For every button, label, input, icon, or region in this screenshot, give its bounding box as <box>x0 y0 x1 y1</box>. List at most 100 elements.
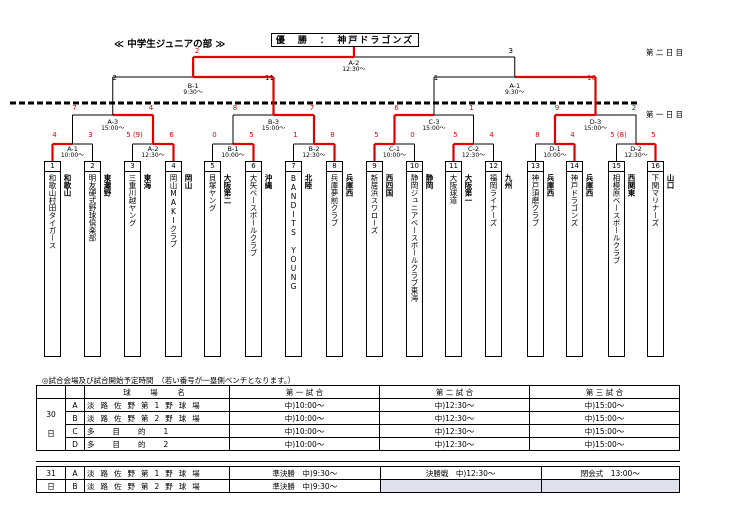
team-region: 東海 <box>143 174 152 189</box>
team-name: 相模原ベースボールクラブ <box>612 174 621 264</box>
day2-label: 第 二 日 目 <box>646 48 684 57</box>
team-number: 9 <box>367 162 382 172</box>
team-region: 大阪第一 <box>464 174 473 204</box>
score: 7 <box>310 104 314 112</box>
team-region: 北陸 <box>304 174 313 189</box>
schedule-table-day31: 31 A 淡路佐野第1野球場 準決勝 中)9:30～ 決勝戦 中)12:30～ … <box>36 466 681 493</box>
score: 7 <box>72 104 76 112</box>
match-id: A-2 <box>349 59 360 67</box>
empty-cell <box>379 479 542 493</box>
team-number: 13 <box>528 162 543 172</box>
score: 2 <box>195 47 199 55</box>
match-time: 15:00～ <box>101 125 124 132</box>
team-name: 福岡ライナーズ <box>489 174 498 227</box>
match-id: A-1 <box>67 145 78 153</box>
team-region: 西四国 <box>385 174 394 197</box>
match-time: 12:30～ <box>624 152 647 159</box>
match-time: 10:00～ <box>383 152 406 159</box>
schedule-header-row: 球 場 名 第 一 試 合 第 二 試 合 第 三 試 合 <box>36 385 680 399</box>
venue-name: 淡路佐野第1野球場 <box>84 398 230 412</box>
team-number: 7 <box>286 162 301 172</box>
match-id: B-2 <box>309 145 320 153</box>
score: 5 <box>453 131 457 139</box>
match-time: 10:00～ <box>543 152 566 159</box>
header-game2: 第 二 試 合 <box>379 385 530 399</box>
team-region: 東灘野 <box>103 174 112 197</box>
score: 5 (8) <box>610 131 627 139</box>
match-time: 15:00～ <box>262 125 285 132</box>
match-time: 15:00～ <box>584 125 607 132</box>
field-code: C <box>65 424 85 438</box>
score: 4 <box>489 131 494 139</box>
score: 16 <box>587 74 596 82</box>
match-time: 10:00～ <box>61 152 84 159</box>
match-id: C-3 <box>428 118 439 126</box>
score: 5 <box>374 131 378 139</box>
team-name: 神戸須磨クラブ <box>531 174 540 227</box>
team-region: 和歌山 <box>63 174 72 197</box>
team-region: 兵庫西 <box>345 174 354 197</box>
match-time: 12:30～ <box>462 152 485 159</box>
team-name: 大阪球道 <box>449 174 458 204</box>
match-id: B-3 <box>268 118 279 126</box>
score: 2 <box>113 74 117 82</box>
team-name: 下関マリナーズ <box>651 174 660 227</box>
game-time: 中)12:30～ <box>379 437 530 451</box>
score: 3 <box>509 47 513 55</box>
team-number: 4 <box>166 162 181 172</box>
match-id: D-2 <box>630 145 642 153</box>
score: 11 <box>265 74 274 82</box>
score: 6 <box>169 131 174 139</box>
team-number: 12 <box>486 162 501 172</box>
team-name: 貝塚ヤング <box>208 174 217 212</box>
team-name: 新居浜スワローズ <box>370 174 379 234</box>
match-id: D-1 <box>549 145 561 153</box>
table-row: 日 B 淡路佐野第2野球場 準決勝 中)9:30～ <box>36 479 681 493</box>
match-id: B-1 <box>228 145 239 153</box>
team-name: 明友硬式野球倶楽部 <box>88 174 97 242</box>
day1-label: 第 一 日 目 <box>646 110 684 119</box>
score: 0 <box>212 131 216 139</box>
game-time: 中)15:00～ <box>529 437 680 451</box>
game-time: 中)15:00～ <box>529 411 680 425</box>
team-region: 九州 <box>504 174 513 189</box>
game-time: 準決勝 中)9:30～ <box>229 466 381 480</box>
team-region: 西関東 <box>627 174 636 197</box>
game-time: 決勝戦 中)12:30～ <box>379 466 542 480</box>
venue-name: 多目的2 <box>84 437 230 451</box>
score: 4 <box>570 131 575 139</box>
team-name: 和歌山村田タイガース <box>48 174 57 249</box>
score: 1 <box>469 104 473 112</box>
table-row: 31 A 淡路佐野第1野球場 準決勝 中)9:30～ 決勝戦 中)12:30～ … <box>36 466 681 480</box>
game-time: 中)15:00～ <box>529 424 680 438</box>
score: 3 <box>88 131 92 139</box>
match-id: B-1 <box>188 82 199 90</box>
score: 5 <box>249 131 253 139</box>
game-time: 準決勝 中)9:30～ <box>229 479 381 493</box>
team-number: 15 <box>609 162 624 172</box>
score: 8 <box>233 104 237 112</box>
match-time: 12:30～ <box>302 152 325 159</box>
score: 8 <box>535 131 539 139</box>
table-row: C 多目的1 中)10:00～ 中)12:30～ 中)15:00～ <box>37 424 680 438</box>
match-time: 12:30～ <box>342 66 365 73</box>
match-time: 9:30～ <box>505 89 524 96</box>
team-region: 岡山 <box>184 174 193 189</box>
header-game3: 第 三 試 合 <box>529 385 680 399</box>
table-row: B 淡路佐野第2野球場 中)10:00～ 中)12:30～ 中)15:00～ <box>37 411 680 425</box>
team-region: 大阪第二 <box>223 174 232 204</box>
team-name: 大矢ベースボールクラブ <box>249 174 258 257</box>
team-region: 兵庫西 <box>546 174 555 197</box>
team-number: 3 <box>125 162 140 172</box>
match-id: A-2 <box>148 145 159 153</box>
venue-name: 多目的1 <box>84 424 230 438</box>
team-name: BANDITS YOUNG <box>289 174 298 291</box>
score: 6 <box>394 104 399 112</box>
